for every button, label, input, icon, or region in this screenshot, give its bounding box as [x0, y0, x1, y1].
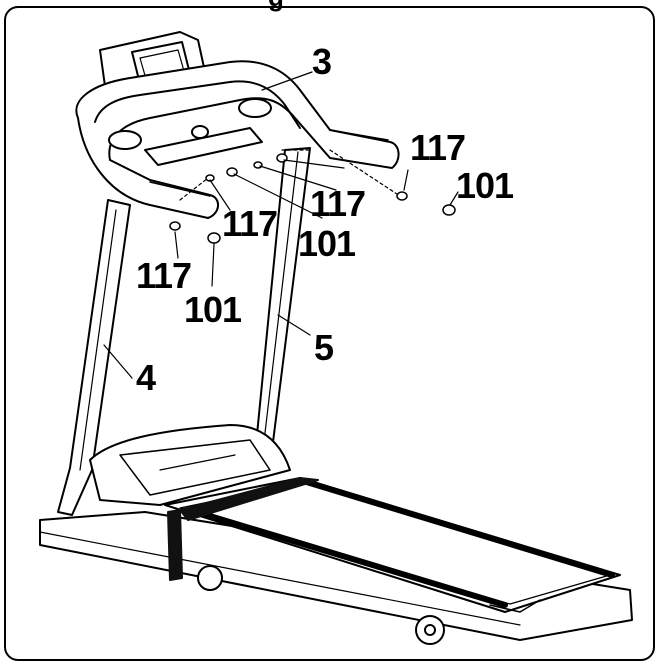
cut-off-heading: g [268, 0, 284, 13]
part-3-handlebar-frame [75, 60, 400, 219]
bolt-101-left [207, 232, 221, 244]
washer-117-right [396, 191, 408, 201]
callout-washer-117-center: 117 [222, 203, 278, 244]
callout-washer-117-mid: 117 [310, 183, 366, 224]
callout-washer-117-left: 117 [136, 255, 192, 296]
callout-bolt-101-right: 101 [456, 165, 514, 206]
part-4-left-upright [57, 199, 131, 516]
part-5-right-upright [254, 147, 311, 456]
callout-bolt-101-left: 101 [184, 289, 242, 330]
callout-washer-117-right: 117 [410, 127, 466, 168]
motor-hood [89, 424, 291, 506]
callout-part-5: 5 [314, 327, 334, 368]
leader-lines [103, 71, 459, 379]
figure-frame [4, 6, 655, 661]
shipping-strap [167, 477, 319, 581]
callout-part-4: 4 [136, 357, 156, 398]
callout-part-3: 3 [312, 41, 332, 82]
washer-117-left [169, 221, 181, 231]
callout-bolt-101-center: 101 [298, 223, 356, 264]
bolt-101-right [442, 204, 456, 216]
